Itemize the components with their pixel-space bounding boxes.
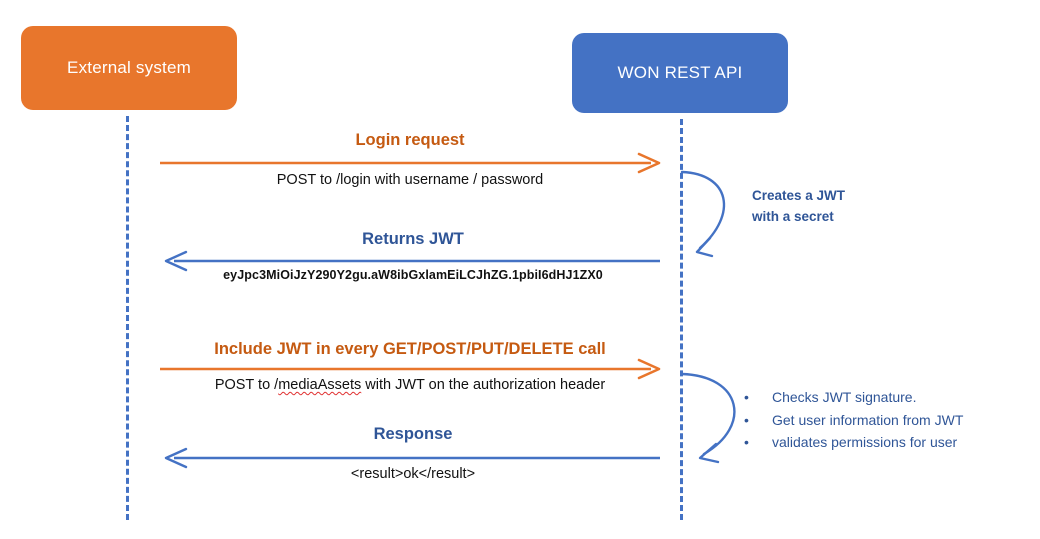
bullet-item-label: Get user information from JWT [772,411,964,428]
participant-external-system[interactable]: External system [21,26,237,110]
message-returns-jwt[interactable]: Returns JWT eyJpc3MiOiJzY290Y2gu.aW8ibGx… [164,230,660,288]
caption-misspelled-word: mediaAssets [278,377,362,393]
message-login-request[interactable]: Login request POST to /login with userna… [160,131,661,193]
message-login-request-title: Login request [355,131,465,149]
self-loop-creates-jwt [680,170,726,258]
arrow-returns-jwt [164,250,660,272]
bullet-item: • validates permissions for user [744,431,963,454]
arrow-response [164,447,660,469]
message-login-request-caption: POST to /login with username / password [276,172,544,188]
bullet-item: • Checks JWT signature. [744,386,963,409]
arrow-login-request [160,152,661,174]
message-returns-jwt-token: eyJpc3MiOiJzY290Y2gu.aW8ibGxlamEiLCJhZG.… [223,268,603,282]
arrow-include-jwt [160,358,661,380]
caption-part-before: POST to / [214,377,279,393]
self-loop-validates-jwt [680,372,736,464]
bullet-item-label: validates permissions for user [772,434,958,451]
lifeline-external-system [126,116,129,520]
note-creates-jwt-line-1: Creates a JWT [752,188,846,203]
participant-external-system-label: External system [67,58,191,77]
message-include-jwt-caption: POST to /mediaAssets with JWT on the aut… [160,377,660,393]
bullet-dot-icon: • [744,411,749,428]
message-response[interactable]: Response <result>ok</result> [164,425,660,485]
note-creates-jwt: Creates a JWT with a secret [752,186,845,228]
bullet-dot-icon: • [744,389,749,405]
bullet-dot-icon: • [744,434,749,451]
message-include-jwt[interactable]: Include JWT in every GET/POST/PUT/DELETE… [160,340,661,402]
participant-won-rest-api[interactable]: WON REST API [572,33,788,113]
note-creates-jwt-line-2: with a secret [752,208,834,224]
message-returns-jwt-title: Returns JWT [362,230,464,248]
message-response-caption: <result>ok</result> [350,466,476,482]
participant-won-rest-api-label: WON REST API [617,63,743,82]
bullet-item: • Get user information from JWT [744,409,963,432]
note-validates-jwt: • Checks JWT signature. • Get user infor… [744,386,963,454]
bullet-item-label: Checks JWT signature. [772,389,917,405]
message-response-title: Response [373,425,453,443]
lifeline-won-rest-api [680,119,683,520]
message-include-jwt-title: Include JWT in every GET/POST/PUT/DELETE… [214,340,606,358]
caption-part-after: with JWT on the authorization header [361,377,606,393]
